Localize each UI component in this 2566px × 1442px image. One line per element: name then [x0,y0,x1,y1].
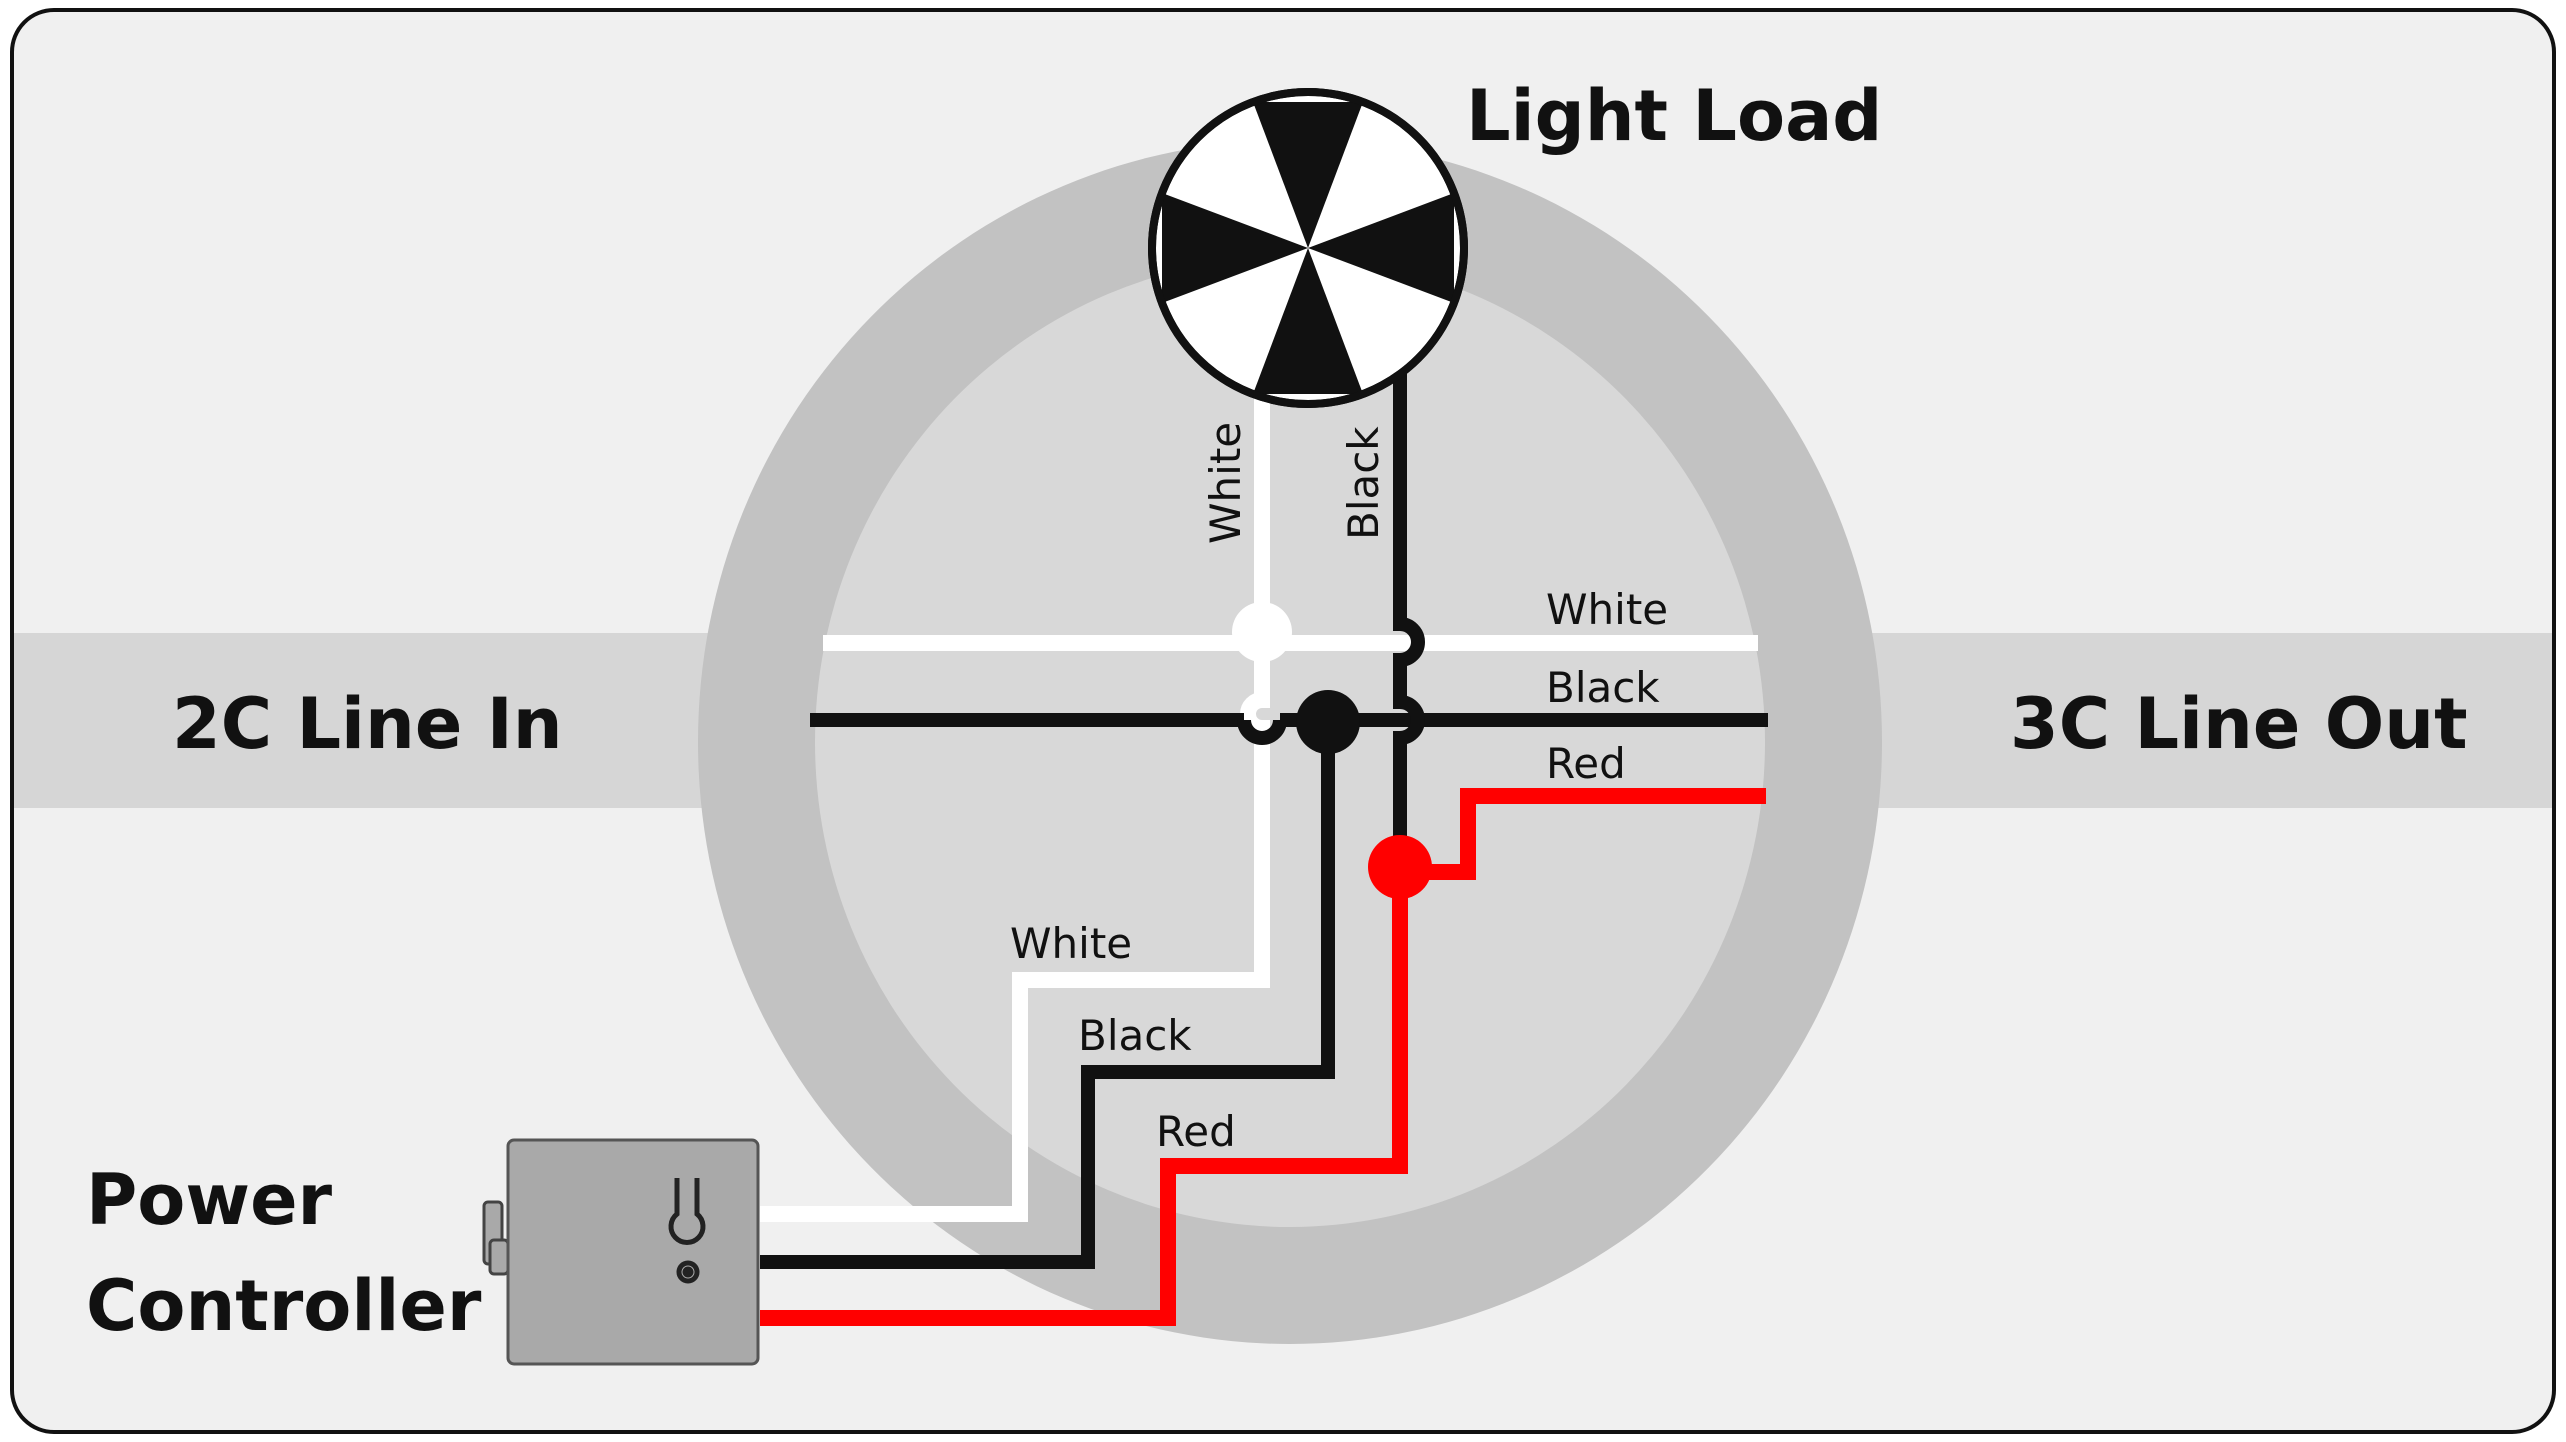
black-wires [760,372,1768,1269]
white-wires [760,370,1758,1222]
power-controller-title-line1: Power [86,1159,333,1241]
ctrl-red-wire [760,872,1408,1326]
power-controller-title-line2: Controller [86,1265,482,1347]
red-junction-dot [1368,835,1432,899]
ctrl-white-wire [760,643,1270,1222]
black-hop-over-white [1237,719,1287,745]
line-in-title: 2C Line In [172,683,563,765]
out-red-label: Red [1546,739,1626,788]
line-out-title: 3C Line Out [2010,683,2468,765]
red-out-wire [1400,788,1766,880]
out-white-label: White [1546,585,1668,634]
black-junction-dot [1296,690,1360,754]
ctrl-red-label: Red [1156,1107,1236,1156]
out-black-label: Black [1546,663,1660,712]
load-white-label: White [1201,422,1250,544]
red-wires [760,788,1766,1326]
ctrl-black-wire [760,720,1335,1269]
light-load-fixture [1148,88,1468,408]
load-black-label: Black [1339,426,1388,540]
ctrl-black-label: Black [1078,1011,1192,1060]
light-load-title: Light Load [1466,75,1882,157]
light-load-pinwheel [1162,102,1454,394]
controller-knob-icon [668,1178,706,1284]
ctrl-white-label: White [1010,919,1132,968]
load-black-wire [1393,372,1425,858]
white-junction-dot [1232,602,1292,662]
power-controller-box [482,1138,760,1366]
